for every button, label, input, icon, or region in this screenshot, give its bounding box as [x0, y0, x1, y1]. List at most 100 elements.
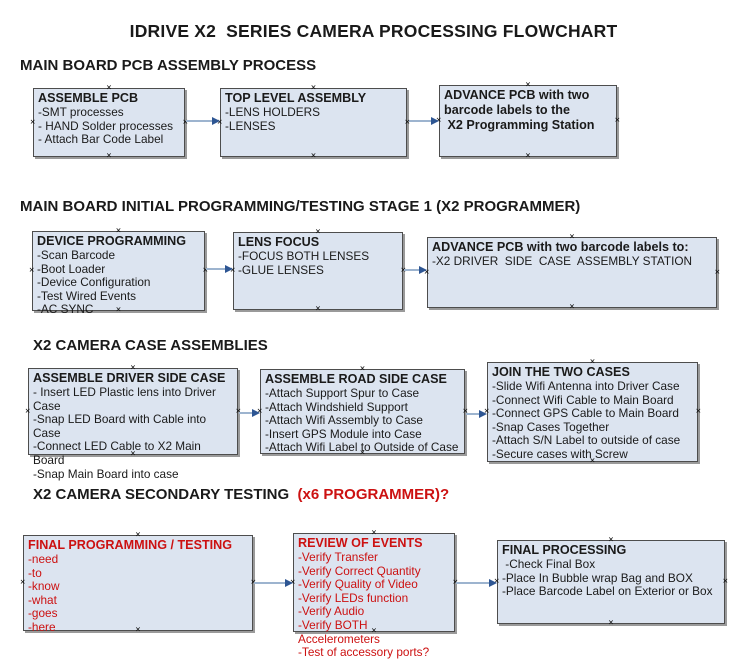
connection-handle-icon: ×: [608, 535, 614, 545]
box-item: -Place Barcode Label on Exterior or Box: [502, 584, 713, 599]
box-item: -GLUE LENSES: [238, 262, 324, 277]
box-final-processing: ×××× FINAL PROCESSING -Check Final Box -…: [494, 536, 728, 628]
box-item: -SMT processes: [38, 105, 124, 119]
connection-handle-icon: ×: [359, 364, 366, 374]
box-item: -Verify Quality of Video: [298, 577, 418, 592]
connection-handle-icon: ×: [250, 577, 256, 588]
heading-text: MAIN BOARD INITIAL PROGRAMMING/TESTING S…: [20, 198, 581, 215]
connection-handle-icon: ×: [106, 151, 112, 161]
section-heading-pcb-assembly: MAIN BOARD PCB ASSEMBLY PROCESS: [20, 57, 316, 74]
section-heading-initial-programming: MAIN BOARD INITIAL PROGRAMMING/TESTING S…: [20, 198, 580, 215]
box-item: -Verify BOTH Accelerometers: [298, 617, 380, 646]
section-heading-case-assemblies: X2 CAMERA CASE ASSEMBLIES: [33, 337, 268, 354]
arrow-lens-focus-to-advance: [404, 266, 427, 274]
connection-handle-icon: ×: [115, 226, 122, 236]
connection-handle-icon: ×: [608, 618, 614, 628]
connection-handle-icon: ×: [714, 267, 720, 277]
box-item: -Insert GPS Module into Case: [265, 426, 422, 441]
box-item: -Attach Support Spur to Case: [265, 386, 420, 400]
box-item: -Place In Bubble wrap Bag and BOX: [502, 570, 693, 585]
connection-handle-icon: ×: [29, 265, 35, 276]
connection-handle-icon: ×: [722, 576, 728, 587]
box-title: ADVANCE PCB with two barcode labels to:: [432, 240, 689, 254]
box-title: ASSEMBLE DRIVER SIDE CASE: [33, 371, 226, 385]
connection-handle-icon: ×: [569, 232, 575, 242]
box-item: -LENSES: [225, 118, 276, 133]
arrow-top-level-to-advance: [409, 117, 439, 125]
connection-handle-icon: ×: [30, 117, 36, 127]
connection-handle-icon: ×: [525, 80, 531, 90]
connection-handle-icon: ×: [695, 406, 701, 417]
connection-handle-icon: ×: [130, 449, 136, 459]
box-item: -FOCUS BOTH LENSES: [238, 249, 370, 263]
box-item: -Verify LEDs function: [298, 590, 409, 605]
box-item: -Attach S/N Label to outside of case: [492, 433, 681, 448]
box-assemble-pcb: ×××× ASSEMBLE PCB -SMT processes - HAND …: [30, 84, 188, 161]
box-item: -Test Wired Events: [37, 288, 136, 303]
connection-handle-icon: ×: [20, 577, 26, 588]
box-item: -Attach Wifi Label to Outside of Case: [265, 440, 459, 455]
box-review-of-events: ×××× REVIEW OF EVENTS -Verify Transfer -…: [290, 529, 458, 659]
box-item: -Check Final Box: [502, 557, 596, 571]
box-title: FINAL PROCESSING: [502, 543, 627, 557]
connection-handle-icon: ×: [135, 530, 141, 540]
box-advance-pcb-driver-side-station: ×××× ADVANCE PCB with two barcode labels…: [424, 233, 720, 312]
box-item: -Verify Correct Quantity: [298, 563, 421, 578]
box-item: -X2 DRIVER SIDE CASE ASSEMBLY STATION: [432, 254, 693, 268]
connection-handle-icon: ×: [400, 265, 406, 276]
box-assemble-road-side-case: ×××× ASSEMBLE ROAD SIDE CASE -Attach Sup…: [257, 365, 468, 458]
arrow-final-programming-to-review: [254, 579, 293, 587]
connection-handle-icon: ×: [371, 626, 377, 636]
connection-handle-icon: ×: [310, 151, 317, 161]
connection-handle-icon: ×: [589, 357, 596, 367]
box-item: -Secure cases with Screw: [492, 446, 628, 461]
heading-suffix: (x6 PROGRAMMER)?: [293, 486, 450, 503]
arrow-assemble-to-top-level: [186, 117, 220, 125]
connection-handle-icon: ×: [315, 304, 321, 314]
connection-handle-icon: ×: [310, 83, 317, 93]
box-join-the-two-cases: ×××× JOIN THE TWO CASES -Slide Wifi Ante…: [484, 358, 701, 466]
connection-handle-icon: ×: [614, 115, 620, 126]
arrow-device-to-lens-focus: [206, 265, 233, 273]
box-item: -Test of accessory ports?: [298, 645, 430, 660]
box-title: FINAL PROGRAMMING / TESTING: [28, 538, 233, 552]
connection-handle-icon: ×: [404, 117, 410, 127]
box-title: TOP LEVEL ASSEMBLY: [225, 91, 367, 105]
box-item: -Verify Transfer: [298, 550, 378, 564]
box-item: -here: [28, 619, 56, 634]
box-assemble-driver-side-case: ×××× ASSEMBLE DRIVER SIDE CASE - Insert …: [25, 364, 241, 481]
connection-handle-icon: ×: [130, 363, 136, 373]
box-title: ADVANCE PCB with two barcode labels to t…: [444, 88, 595, 132]
box-item: -Snap Cases Together: [492, 419, 610, 434]
box-item: -AC SYNC: [37, 302, 94, 317]
box-item: -Verify Audio: [298, 604, 365, 619]
box-item: -Attach Windshield Support: [265, 399, 408, 414]
box-item: -Connect LED Cable to X2 Main Board: [33, 439, 205, 467]
box-item: -goes: [28, 606, 58, 621]
page-title: IDRIVE X2 SERIES CAMERA PROCESSING FLOWC…: [129, 21, 618, 41]
arrow-driver-to-road-side: [239, 409, 260, 417]
connection-handle-icon: ×: [371, 528, 377, 538]
box-top-level-assembly: ×××× TOP LEVEL ASSEMBLY -LENS HOLDERS -L…: [217, 84, 410, 161]
connection-handle-icon: ×: [569, 302, 575, 312]
heading-text: MAIN BOARD PCB ASSEMBLY PROCESS: [20, 57, 317, 74]
box-title: ASSEMBLE ROAD SIDE CASE: [265, 372, 447, 386]
box-item: - Attach Bar Code Label: [38, 132, 164, 147]
box-item: -Device Configuration: [37, 275, 151, 290]
box-title: DEVICE PROGRAMMING: [37, 234, 187, 248]
box-title: LENS FOCUS: [238, 235, 320, 249]
box-item: -LENS HOLDERS: [225, 105, 321, 119]
connection-handle-icon: ×: [106, 83, 112, 93]
connection-handle-icon: ×: [135, 625, 141, 635]
connection-handle-icon: ×: [115, 305, 122, 315]
section-heading-secondary-testing: X2 CAMERA SECONDARY TESTING (x6 PROGRAMM…: [33, 486, 449, 503]
box-title: REVIEW OF EVENTS: [298, 536, 423, 550]
box-lens-focus: ×××× LENS FOCUS -FOCUS BOTH LENSES -GLUE…: [230, 228, 406, 314]
connection-handle-icon: ×: [202, 265, 208, 276]
arrow-road-side-to-join: [466, 410, 487, 418]
box-item: -Attach Wifi Assembly to Case: [265, 413, 423, 428]
box-advance-pcb-programming-station: ×××× ADVANCE PCB with two barcode labels…: [436, 81, 620, 161]
box-item: -what: [28, 592, 57, 607]
connection-handle-icon: ×: [462, 406, 468, 416]
